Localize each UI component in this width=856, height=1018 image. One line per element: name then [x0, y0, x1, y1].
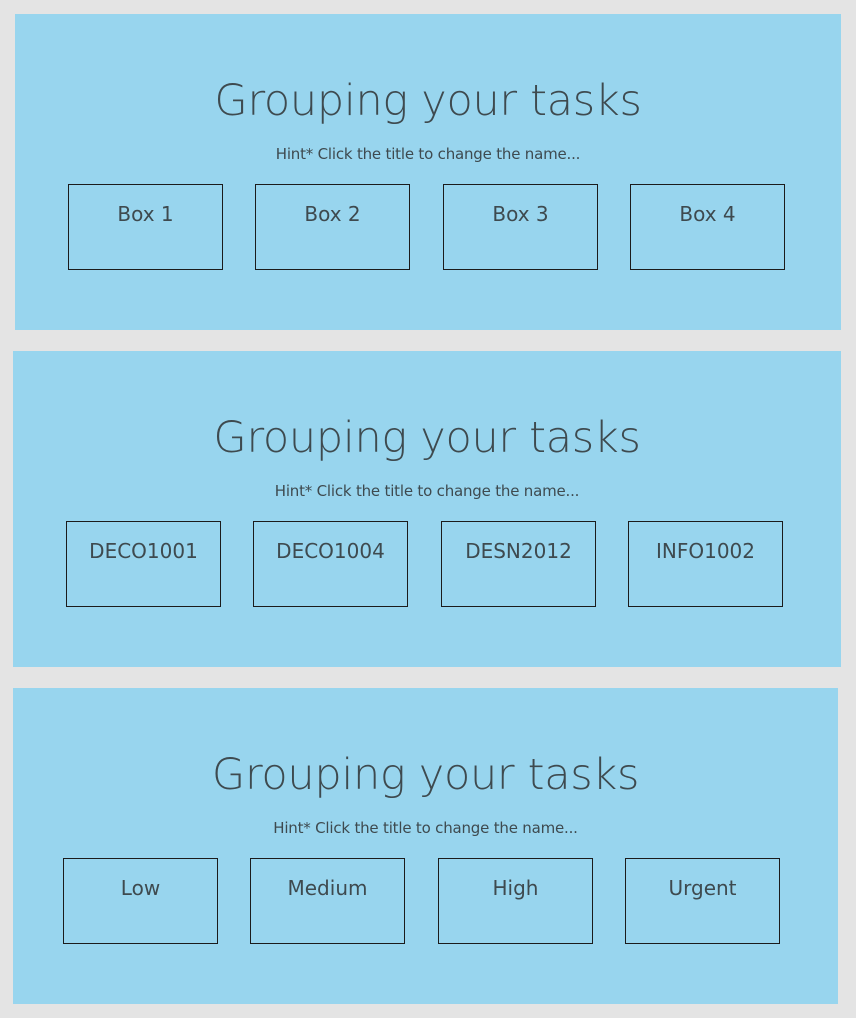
group-box: High: [438, 858, 593, 944]
group-box-title[interactable]: Urgent: [668, 876, 737, 900]
group-box-title[interactable]: Box 1: [117, 202, 174, 226]
group-box: INFO1002: [628, 521, 783, 607]
grouping-panel-3: Grouping your tasks Hint* Click the titl…: [13, 688, 838, 1004]
hint-text: Hint* Click the title to change the name…: [275, 145, 581, 163]
group-box-title[interactable]: Medium: [287, 876, 368, 900]
group-box: Box 2: [255, 184, 410, 270]
group-box: Medium: [250, 858, 405, 944]
group-box: Box 4: [630, 184, 785, 270]
group-box-title[interactable]: DESN2012: [465, 539, 572, 563]
group-box: DECO1001: [66, 521, 221, 607]
group-box: Box 3: [443, 184, 598, 270]
group-box-title[interactable]: INFO1002: [655, 539, 755, 563]
group-box: Urgent: [625, 858, 780, 944]
group-box-title[interactable]: High: [492, 876, 539, 900]
grouping-panel-1: Grouping your tasks Hint* Click the titl…: [15, 14, 841, 330]
panel-title: Grouping your tasks: [213, 413, 641, 463]
group-box-title[interactable]: Box 2: [304, 202, 361, 226]
panel-title: Grouping your tasks: [211, 750, 640, 800]
group-box-title[interactable]: Low: [120, 876, 161, 900]
group-box: DESN2012: [441, 521, 596, 607]
grouping-panel-2: Grouping your tasks Hint* Click the titl…: [13, 351, 841, 667]
hint-text: Hint* Click the title to change the name…: [274, 482, 580, 500]
hint-text: Hint* Click the title to change the name…: [273, 819, 578, 837]
group-box-title[interactable]: Box 4: [679, 202, 736, 226]
group-box-title[interactable]: DECO1004: [276, 539, 385, 563]
group-box: Box 1: [68, 184, 223, 270]
panel-title: Grouping your tasks: [214, 76, 642, 126]
group-box-title[interactable]: DECO1001: [89, 539, 198, 563]
group-box: Low: [63, 858, 218, 944]
group-box-title[interactable]: Box 3: [492, 202, 549, 226]
group-box: DECO1004: [253, 521, 408, 607]
